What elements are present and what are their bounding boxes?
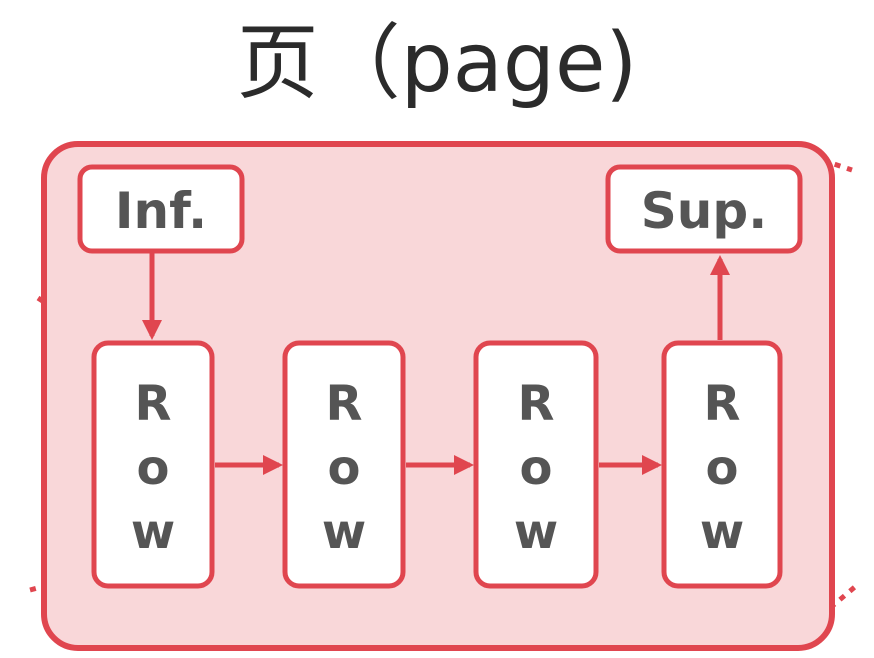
row-record: R o w: [91, 340, 215, 589]
row-letter: o: [137, 440, 170, 496]
supremum-box: [605, 164, 803, 254]
row-record: R o w: [473, 340, 599, 589]
row-letter: R: [704, 376, 741, 432]
row-letter: w: [322, 504, 366, 560]
row-letter: o: [520, 440, 553, 496]
row-letter: o: [328, 440, 361, 496]
row-letter: R: [518, 376, 555, 432]
infimum-label: Inf.: [115, 182, 207, 240]
row-letter: R: [326, 376, 363, 432]
page-container: [41, 141, 835, 651]
infimum-box: [77, 164, 245, 254]
row-letter: w: [131, 504, 175, 560]
page-title: 页（page): [236, 16, 638, 111]
supremum-label: Sup.: [641, 182, 767, 240]
row-record: R o w: [282, 340, 406, 589]
row-record: R o w: [661, 340, 783, 589]
row-letter: R: [135, 376, 172, 432]
row-letter: w: [700, 504, 744, 560]
row-letter: o: [706, 440, 739, 496]
row-letter: w: [514, 504, 558, 560]
